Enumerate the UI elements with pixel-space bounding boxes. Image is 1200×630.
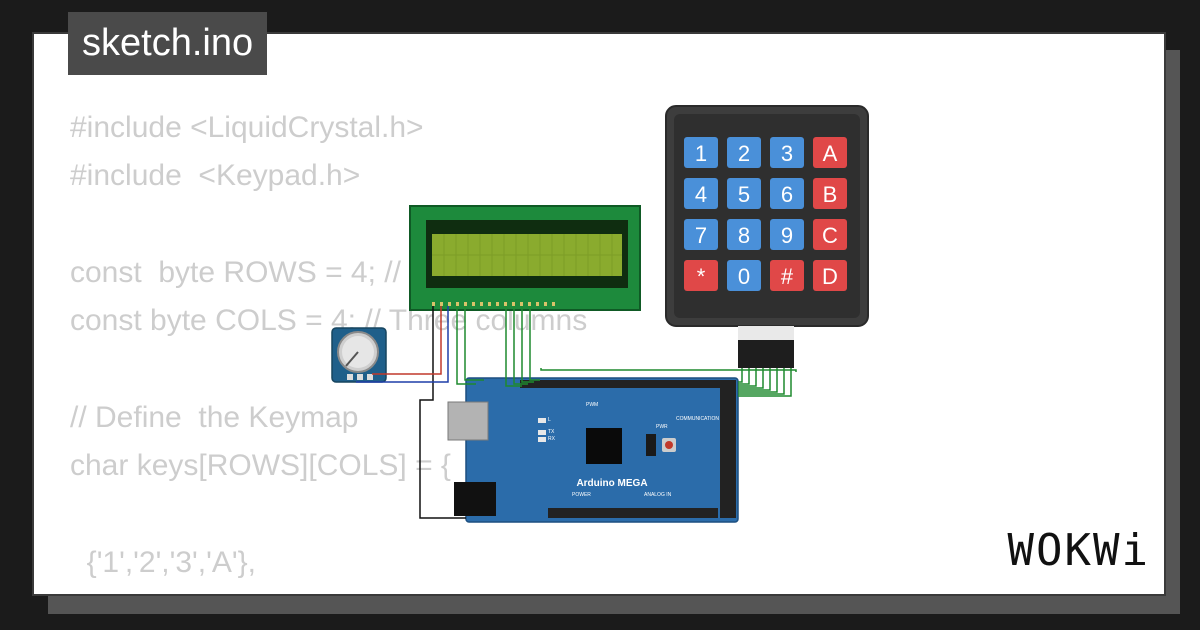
keypad-key[interactable] bbox=[727, 219, 761, 250]
lcd-display[interactable] bbox=[409, 205, 641, 311]
board-label-l: L bbox=[548, 417, 551, 423]
keypad-key[interactable] bbox=[684, 178, 718, 209]
keypad-key-label: # bbox=[781, 264, 794, 289]
board-label-power: POWER bbox=[572, 492, 591, 498]
keypad-key[interactable] bbox=[727, 137, 761, 168]
keypad-key-label: 3 bbox=[781, 141, 793, 166]
preview-card: #include <LiquidCrystal.h> #include <Key… bbox=[32, 32, 1166, 596]
keypad-key-label: A bbox=[823, 141, 838, 166]
keypad-key-label: 1 bbox=[695, 141, 707, 166]
keypad-key[interactable] bbox=[813, 219, 847, 250]
keypad-key[interactable] bbox=[813, 260, 847, 291]
keypad-key[interactable] bbox=[813, 137, 847, 168]
keypad-key[interactable] bbox=[684, 219, 718, 250]
board-label-tx: TX bbox=[548, 429, 555, 435]
wokwi-logo: WOKWi bbox=[1007, 525, 1150, 576]
keypad-key-label: * bbox=[697, 264, 706, 289]
keypad-key[interactable] bbox=[813, 178, 847, 209]
arduino-mega-board[interactable]: Arduino MEGA PWM COMMUNICATION POWER ANA… bbox=[447, 377, 739, 523]
keypad-key-label: C bbox=[822, 223, 838, 248]
code-line: {'1','2','3','A'}, bbox=[70, 545, 256, 579]
board-label-rx: RX bbox=[548, 436, 556, 442]
board-label-communication: COMMUNICATION bbox=[676, 416, 719, 422]
code-line: #include <LiquidCrystal.h> bbox=[70, 111, 424, 144]
keypad-key-label: 8 bbox=[738, 223, 750, 248]
keypad-key[interactable] bbox=[770, 260, 804, 291]
keypad-key-label: B bbox=[823, 182, 838, 207]
keypad-key-label: 2 bbox=[738, 141, 750, 166]
code-line: char keys[ROWS][COLS] = { bbox=[70, 449, 451, 483]
keypad-key-label: 9 bbox=[781, 223, 793, 248]
keypad-key-label: 0 bbox=[738, 264, 750, 289]
keypad-key[interactable] bbox=[727, 178, 761, 209]
code-line: #include <Keypad.h> bbox=[70, 159, 361, 193]
board-label-pwr: PWR bbox=[656, 424, 668, 430]
board-name: Arduino MEGA bbox=[576, 478, 647, 489]
keypad-key[interactable] bbox=[770, 219, 804, 250]
keypad-key[interactable] bbox=[770, 137, 804, 168]
board-label-pwm: PWM bbox=[586, 402, 598, 408]
board-label-analog: ANALOG IN bbox=[644, 492, 672, 498]
keypad-key[interactable] bbox=[727, 260, 761, 291]
file-tab[interactable]: sketch.ino bbox=[68, 12, 268, 75]
keypad-key[interactable] bbox=[770, 178, 804, 209]
keypad-key[interactable] bbox=[684, 260, 718, 291]
potentiometer[interactable] bbox=[331, 327, 387, 383]
keypad-key-label: 6 bbox=[781, 182, 793, 207]
keypad-key-label: 5 bbox=[738, 182, 750, 207]
wires bbox=[356, 306, 797, 519]
keypad-key[interactable] bbox=[684, 137, 718, 168]
keypad[interactable]: 1 2 3 A 4 5 6 B 7 8 9 C * 0 # D bbox=[665, 105, 869, 368]
keypad-key-label: 7 bbox=[695, 223, 707, 248]
code-line: // Define the Keymap bbox=[70, 400, 359, 434]
keypad-key-label: D bbox=[822, 264, 838, 289]
keypad-key-label: 4 bbox=[695, 182, 707, 207]
